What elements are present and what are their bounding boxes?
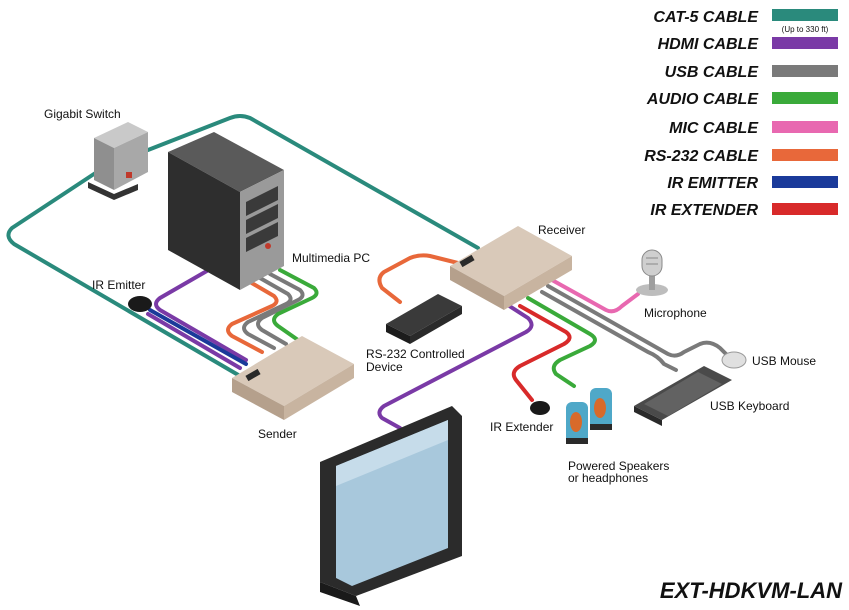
label-microphone: Microphone <box>644 306 707 320</box>
label-rs232-device-line2: Device <box>366 360 403 374</box>
audio-cable-pc-to-sender <box>272 268 319 342</box>
cat5-cable-switch-to-receiver <box>146 114 480 250</box>
legend-item-ir-emitter: IR EMITTER <box>667 175 838 192</box>
legend-label: HDMI CABLE <box>658 36 760 53</box>
legend-label: CAT-5 CABLE <box>653 9 759 26</box>
label-ir-extender: IR Extender <box>490 420 553 434</box>
label-rs232-device-line1: RS-232 Controlled <box>366 347 465 361</box>
legend-item-hdmi: HDMI CABLE <box>658 36 838 53</box>
legend-item-usb: USB CABLE <box>665 64 838 81</box>
hdmi-cable-receiver-to-display <box>377 298 534 430</box>
device-labels: Gigabit Switch Multimedia PC IR Emitter … <box>44 107 816 485</box>
legend-label: IR EMITTER <box>667 175 758 192</box>
sender-device <box>232 336 354 420</box>
rs232-cable-receiver-to-device <box>377 253 464 304</box>
label-usb-keyboard: USB Keyboard <box>710 399 789 413</box>
ir-extender-cable <box>511 304 572 402</box>
speakers-device <box>566 388 612 444</box>
display-device <box>320 406 462 606</box>
receiver-device <box>450 226 572 310</box>
legend-swatch <box>772 37 838 49</box>
label-multimedia-pc: Multimedia PC <box>292 251 370 265</box>
microphone-device <box>636 249 668 296</box>
label-ir-emitter: IR Emitter <box>92 278 145 292</box>
legend: CAT-5 CABLE (Up to 330 ft) HDMI CABLE US… <box>644 9 838 219</box>
usb-mouse-cable <box>546 284 730 358</box>
label-sender: Sender <box>258 427 297 441</box>
audio-cable-receiver-to-speakers <box>526 296 597 388</box>
legend-swatch <box>772 176 838 188</box>
ir-extender-device <box>530 401 550 415</box>
cat5-cable-switch-to-sender <box>6 168 242 378</box>
usb-keyboard-cable <box>540 290 678 372</box>
legend-item-cat5: CAT-5 CABLE (Up to 330 ft) <box>653 9 838 34</box>
label-usb-mouse: USB Mouse <box>752 354 816 368</box>
label-gigabit-switch: Gigabit Switch <box>44 107 121 121</box>
legend-item-mic: MIC CABLE <box>669 120 838 137</box>
usb-mouse-device <box>721 351 747 369</box>
legend-swatch <box>772 203 838 215</box>
legend-label: AUDIO CABLE <box>646 91 759 108</box>
rs232-device <box>386 294 462 344</box>
legend-swatch <box>772 149 838 161</box>
legend-item-audio: AUDIO CABLE <box>646 91 838 108</box>
model-name: EXT-HDKVM-LAN <box>660 578 843 603</box>
usb-cable-pc-to-sender <box>242 276 293 350</box>
cables <box>6 114 730 430</box>
legend-label: USB CABLE <box>665 64 760 81</box>
legend-swatch <box>772 121 838 133</box>
legend-swatch <box>772 9 838 21</box>
usb-keyboard-device <box>634 366 732 426</box>
legend-label: RS-232 CABLE <box>644 148 759 165</box>
legend-item-ir-extender: IR EXTENDER <box>650 202 838 219</box>
mic-cable <box>550 278 640 314</box>
legend-note: (Up to 330 ft) <box>782 25 829 34</box>
legend-label: MIC CABLE <box>669 120 759 137</box>
legend-label: IR EXTENDER <box>650 202 758 219</box>
ir-emitter-device <box>128 296 152 312</box>
multimedia-pc <box>168 132 284 290</box>
legend-item-rs232: RS-232 CABLE <box>644 148 838 165</box>
legend-swatch <box>772 92 838 104</box>
ir-emitter-cable-2 <box>146 312 242 370</box>
legend-swatch <box>772 65 838 77</box>
usb-cable-2-pc-to-sender <box>256 272 305 346</box>
ir-emitter-cable <box>148 308 248 366</box>
rs232-cable-pc-to-sender <box>226 280 279 354</box>
label-speakers-line2: or headphones <box>568 471 648 485</box>
label-speakers-line1: Powered Speakers <box>568 459 669 473</box>
hdmi-cable-pc-to-sender <box>154 266 248 362</box>
label-receiver: Receiver <box>538 223 585 237</box>
gigabit-switch <box>88 122 148 200</box>
